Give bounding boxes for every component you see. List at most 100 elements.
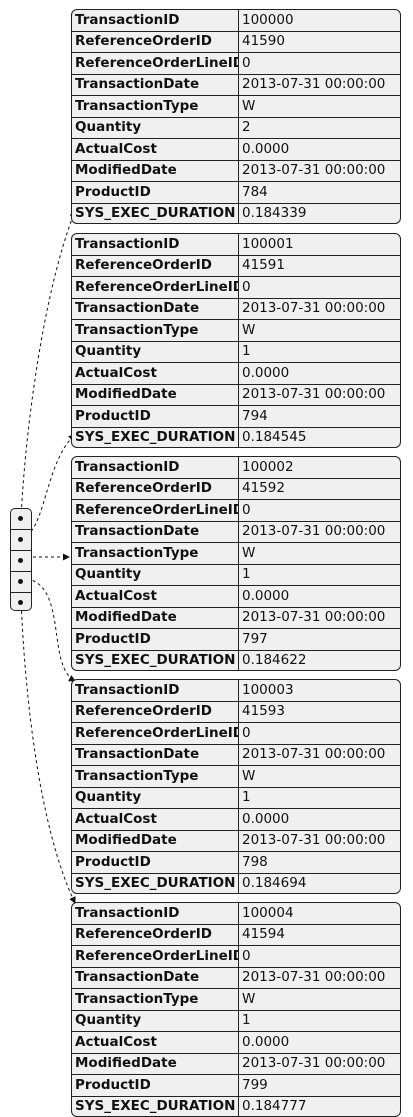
pointer-dot (18, 516, 23, 521)
edge-to-record-1 (20, 210, 77, 520)
field-value: 41590 (238, 30, 400, 53)
field-value: 799 (238, 1074, 400, 1097)
field-key: ReferenceOrderLineID (72, 276, 239, 299)
field-value: W (238, 765, 400, 788)
field-key: ActualCost (72, 585, 239, 608)
field-key: ActualCost (72, 1031, 239, 1054)
field-value: 0.0000 (238, 362, 400, 385)
field-value: 100000 (238, 10, 400, 32)
field-value: 2013-07-31 00:00:00 (238, 606, 400, 629)
field-key: TransactionDate (72, 743, 239, 766)
field-key: Quantity (72, 1009, 239, 1032)
field-value: 0.0000 (238, 808, 400, 831)
field-key: Quantity (72, 116, 239, 139)
field-key: TransactionID (72, 457, 239, 479)
field-key: SYS_EXEC_DURATION (72, 426, 239, 447)
pointer-dot (18, 600, 23, 605)
field-value: 797 (238, 628, 400, 651)
field-key: TransactionType (72, 319, 239, 342)
field-key: ProductID (72, 405, 239, 428)
array-cell (11, 572, 31, 593)
field-value: 1 (238, 786, 400, 809)
field-key: TransactionDate (72, 966, 239, 989)
field-key: ActualCost (72, 808, 239, 831)
field-key: TransactionID (72, 10, 239, 32)
field-value: 1 (238, 1009, 400, 1032)
field-key: ModifiedDate (72, 159, 239, 182)
field-value: 41593 (238, 700, 400, 723)
field-key: ProductID (72, 181, 239, 204)
field-value: 2013-07-31 00:00:00 (238, 966, 400, 989)
array-cell (11, 530, 31, 551)
array-cell (11, 593, 31, 613)
field-key: ProductID (72, 1074, 239, 1097)
field-key: TransactionType (72, 765, 239, 788)
field-value: 0.0000 (238, 585, 400, 608)
field-key: SYS_EXEC_DURATION (72, 1095, 239, 1116)
field-value: 41592 (238, 477, 400, 500)
field-value: 0.184339 (238, 202, 400, 223)
field-key: ReferenceOrderID (72, 923, 239, 946)
field-key: Quantity (72, 340, 239, 363)
field-key: ProductID (72, 628, 239, 651)
field-value: 100001 (238, 234, 400, 256)
field-key: ReferenceOrderLineID (72, 722, 239, 745)
field-value: W (238, 542, 400, 565)
field-value: 2013-07-31 00:00:00 (238, 520, 400, 543)
field-value: 2013-07-31 00:00:00 (238, 159, 400, 182)
field-value: 100002 (238, 457, 400, 479)
field-value: 0 (238, 499, 400, 522)
field-key: ModifiedDate (72, 829, 239, 852)
field-value: W (238, 319, 400, 342)
field-key: ReferenceOrderID (72, 700, 239, 723)
field-key: SYS_EXEC_DURATION (72, 202, 239, 223)
field-value: 2013-07-31 00:00:00 (238, 829, 400, 852)
field-key: TransactionDate (72, 297, 239, 320)
field-value: 2013-07-31 00:00:00 (238, 1052, 400, 1075)
pointer-dot (18, 579, 23, 584)
field-key: TransactionID (72, 903, 239, 925)
field-key: TransactionType (72, 542, 239, 565)
pointer-dot (18, 537, 23, 542)
field-key: ReferenceOrderLineID (72, 52, 239, 75)
field-key: ProductID (72, 851, 239, 874)
field-key: ReferenceOrderLineID (72, 945, 239, 968)
field-value: 794 (238, 405, 400, 428)
field-value: 2013-07-31 00:00:00 (238, 743, 400, 766)
array-cell (11, 551, 31, 572)
field-value: W (238, 988, 400, 1011)
